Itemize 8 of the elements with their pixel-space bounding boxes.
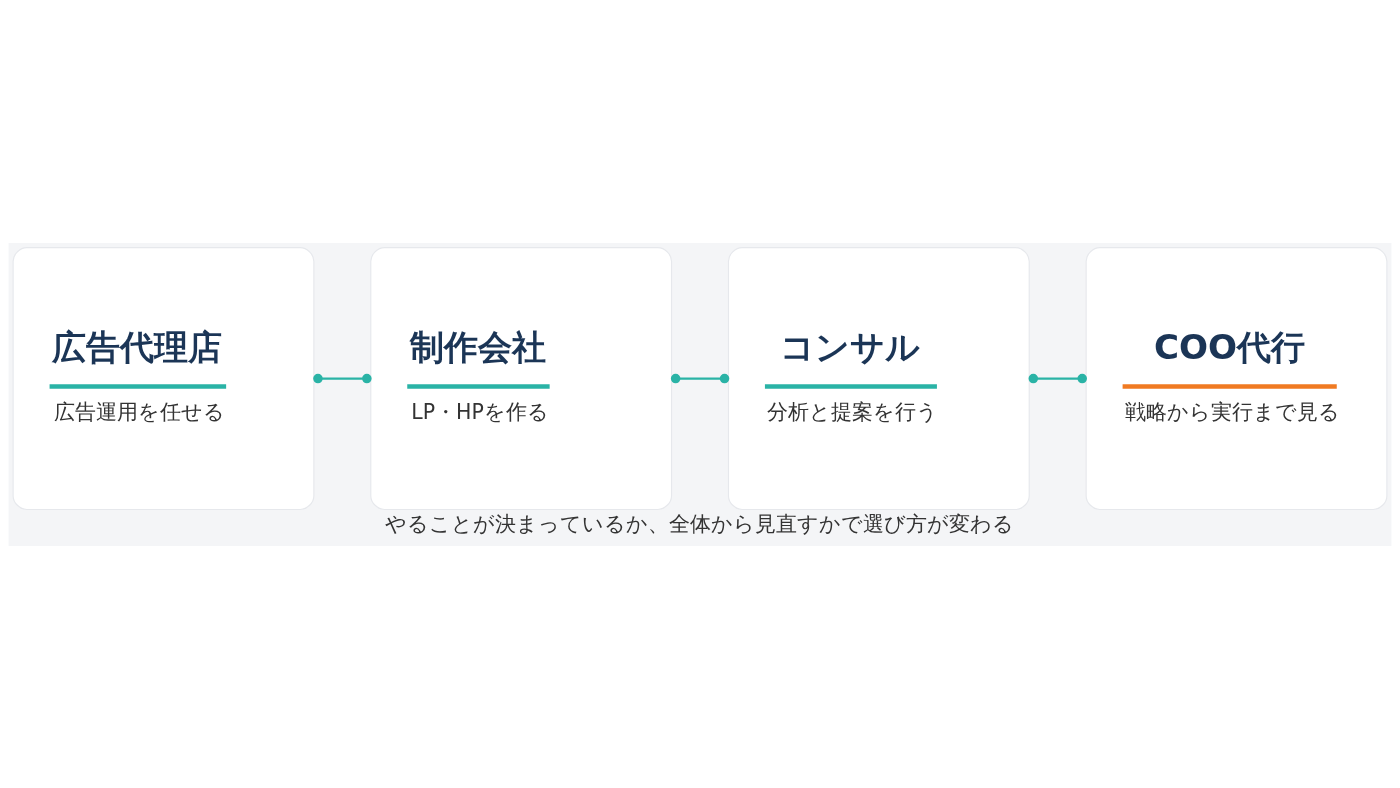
node-box: 制作会社 LP・HPを作る [370, 246, 673, 510]
node-box: コンサル 分析と提案を行う [727, 246, 1030, 510]
caption: やることが決まっているか、全体から見直すかで選び方が変わる [385, 511, 1015, 536]
connector [1028, 373, 1087, 383]
connector [313, 373, 372, 383]
node-box: 広告代理店 広告運用を任せる [12, 246, 315, 510]
connector [670, 373, 730, 383]
node-box: COO代行 戦略から実行まで見る [1085, 246, 1388, 510]
